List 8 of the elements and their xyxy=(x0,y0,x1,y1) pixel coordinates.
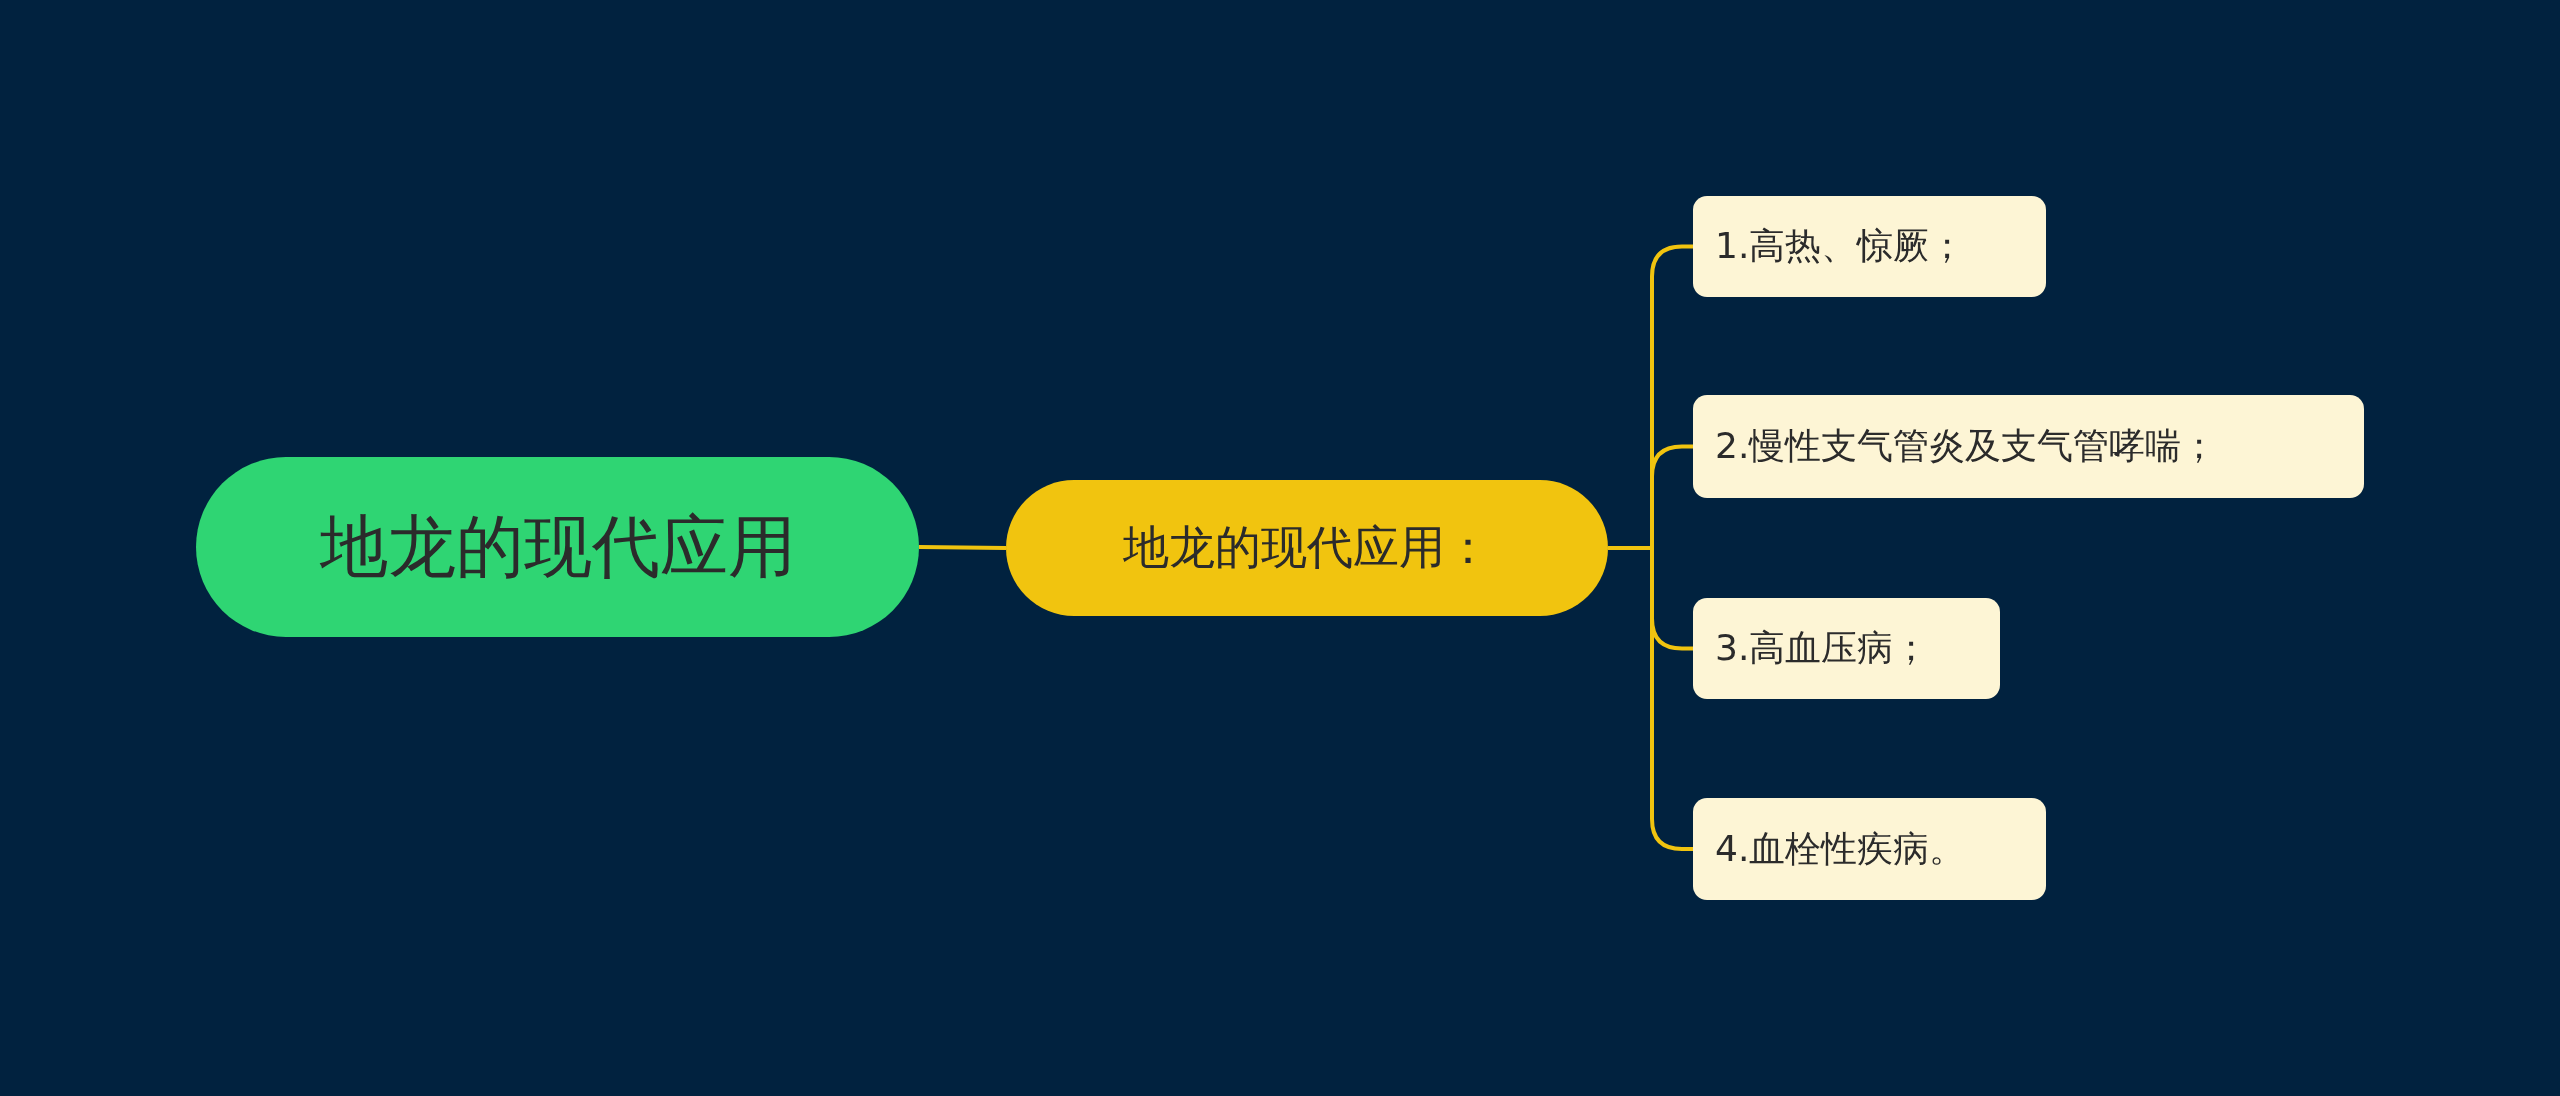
leaf-topic: 4.血栓性疾病。 xyxy=(1693,798,2046,900)
branch-topic: 地龙的现代应用： xyxy=(1006,480,1608,616)
root-topic: 地龙的现代应用 xyxy=(196,457,919,637)
connector-line xyxy=(918,545,1007,550)
leaf-topic: 3.高血压病； xyxy=(1693,598,2000,699)
connector-line xyxy=(1608,546,1693,851)
leaf-topic: 2.慢性支气管炎及支气管哮喘； xyxy=(1693,395,2364,498)
leaf-topic: 1.高热、惊厥； xyxy=(1693,196,2046,297)
